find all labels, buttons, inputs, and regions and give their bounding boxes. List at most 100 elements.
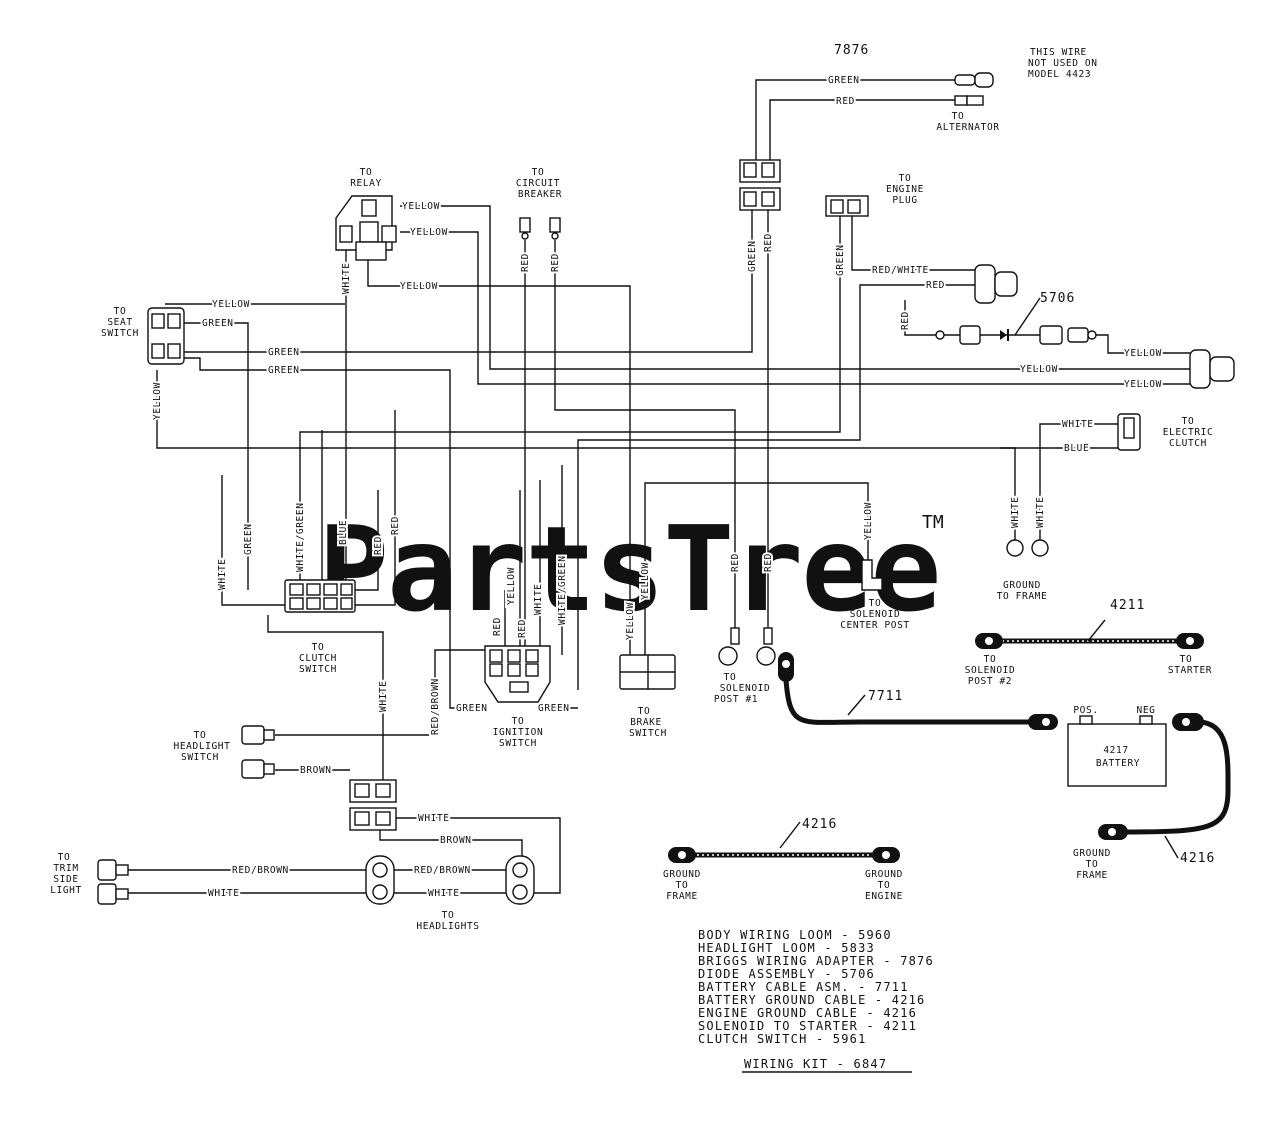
wire-label-red-white: RED/WHITE [872, 265, 929, 276]
trim-side-label-4: LIGHT [50, 885, 82, 896]
wire-label-red-brown-trim: RED/BROWN [232, 865, 289, 876]
brake-switch-label-3: SWITCH [629, 728, 667, 739]
ground-frame-right-label-1: GROUND [1003, 580, 1041, 591]
starter-cable-leader-line [1087, 619, 1106, 642]
trim-side-label-1: TO [58, 852, 71, 863]
alternator-label-1: TO [952, 111, 965, 122]
red-clutch-wire-2 [350, 490, 379, 591]
diode-leader-line [1014, 297, 1041, 336]
legend-item: ENGINE GROUND CABLE - 4216 [698, 1006, 917, 1020]
alternator-plug [954, 95, 984, 106]
wire-label-red-breaker-2-v: RED [550, 253, 561, 272]
wire-label-white-relay-v: WHITE [341, 262, 352, 294]
solenoid-post1-label-3: POST #1 [714, 694, 758, 705]
seat-switch-label-2: SEAT [107, 317, 132, 328]
battery-4217 [1067, 715, 1167, 787]
engine-ground-leader-line [779, 821, 801, 849]
headlight-socket-right [505, 855, 535, 905]
red-breaker-wire-2 [554, 240, 736, 640]
electric-clutch-connector [1117, 413, 1141, 451]
headlight-switch-label-3: SWITCH [181, 752, 219, 763]
legend-item: HEADLIGHT LOOM - 5833 [698, 941, 875, 955]
ground-ring-terminals [1006, 539, 1049, 557]
legend-item: BRIGGS WIRING ADAPTER - 7876 [698, 954, 934, 968]
wire-label-red-breaker-1-v: RED [520, 253, 531, 272]
battery-model-label: 4217 [1103, 745, 1128, 756]
labels: 7876 5706 4211 7711 4216 4216 THIS WIRE … [50, 43, 1215, 932]
solenoid-post1-terminals [718, 627, 776, 666]
headlight-switch-label-1: TO [194, 730, 207, 741]
solenoid-post1-label-2: SOLENOID [720, 683, 771, 694]
headlights-label-2: HEADLIGHTS [416, 921, 479, 932]
electric-clutch-label-2: ELECTRIC [1163, 427, 1214, 438]
headlight-loom-connector-lower [349, 807, 397, 831]
ground-frame-right-label-2: TO FRAME [997, 591, 1048, 602]
wire-label-red-adapter-v: RED [763, 233, 774, 252]
battery-ground-number-label: 4216 [1180, 851, 1215, 866]
ground-frame-mid-label-2: TO [676, 880, 689, 891]
brake-switch-label-2: BRAKE [630, 717, 662, 728]
trim-side-light-plugs [97, 859, 129, 905]
green-seat-clutch-wire [183, 322, 249, 590]
adapter-green-wire [755, 79, 955, 160]
solenoid-post2-label-1: TO [984, 654, 997, 665]
battery-cable-leader-line [847, 694, 866, 716]
alternator-label-2: ALTERNATOR [936, 122, 999, 133]
wire-label-white-ground-1-v: WHITE [1010, 496, 1021, 528]
breaker-label-2: CIRCUIT [516, 178, 560, 189]
battery-name-label: BATTERY [1096, 758, 1140, 769]
solenoid-post1-label-1: TO [724, 672, 737, 683]
cables [668, 297, 1231, 863]
brake-switch-label-1: TO [638, 706, 651, 717]
green-seat-wire [183, 210, 753, 353]
engine-plug-label-3: PLUG [892, 195, 917, 206]
solenoid-center-label-3: CENTER POST [840, 620, 910, 631]
red-brown-headlight-switch-wire [275, 649, 485, 736]
battery-cable-number-label: 7711 [868, 689, 903, 704]
wire-label-yellow-brake-2-v: YELLOW [640, 562, 651, 600]
wire-label-white-loom-v: WHITE [378, 680, 389, 712]
yellow-diode-wire [1095, 334, 1190, 354]
wire-label-red-clutch-1-v: RED [373, 536, 384, 555]
ground-frame-battery-label-3: FRAME [1076, 870, 1108, 881]
wire-label-yellow-seat-v: YELLOW [152, 382, 163, 420]
wire-label-red-brown-v: RED/BROWN [430, 678, 441, 735]
wire-label-yellow-diode: YELLOW [1124, 348, 1162, 359]
wire-label-yellow-relay-1: YELLOW [402, 201, 440, 212]
ground-frame-battery-label-1: GROUND [1073, 848, 1111, 859]
wire-label-red-ign-v: RED [492, 617, 503, 636]
diode-assembly [935, 325, 1097, 345]
headlight-switch-plugs [241, 725, 275, 779]
wire-label-green-engine-v: GREEN [835, 244, 846, 276]
white-clutch-wire [221, 475, 290, 606]
wire-label-white-trim: WHITE [208, 888, 240, 899]
legend-item: DIODE ASSEMBLY - 5706 [698, 967, 875, 981]
headlight-socket-left [365, 855, 395, 905]
parts-legend: BODY WIRING LOOM - 5960 HEADLIGHT LOOM -… [698, 928, 934, 1073]
battery-ground-cable-4216 [1098, 713, 1231, 840]
wire-label-green-adapter-v: GREEN [747, 240, 758, 272]
relay-label-1: TO [360, 167, 373, 178]
solenoid-post2-label-3: POST #2 [968, 676, 1012, 687]
red-white-engine-wire [851, 216, 975, 271]
wire-label-yellow-seat: YELLOW [212, 299, 250, 310]
wire-network [128, 79, 1190, 894]
solenoid-center-label-1: TO [869, 598, 882, 609]
solenoid-center-label-2: SOLENOID [850, 609, 901, 620]
wire-label-white-headlight: WHITE [418, 813, 450, 824]
wire-label-yellow-long-1: YELLOW [1020, 364, 1058, 375]
clutch-switch-label-1: TO [312, 642, 325, 653]
wire-label-yellow-long-2: YELLOW [1124, 379, 1162, 390]
battery-cable-7711 [778, 652, 1058, 730]
circuit-breaker-terminals [519, 217, 561, 240]
wire-label-white-clutch-v: WHITE [217, 558, 228, 590]
wire-label-green-clutch-v: GREEN [243, 523, 254, 555]
red-clutch-wire-1 [355, 410, 396, 606]
engine-bullet-connector [974, 264, 1018, 304]
legend-item: BATTERY CABLE ASM. - 7711 [698, 980, 909, 994]
wire-label-red-diode-v: RED [900, 311, 911, 330]
starter-cable-number-label: 4211 [1110, 598, 1145, 613]
wire-color-labels: GREEN RED YELLOW YELLOW YELLOW YELLOW GR… [150, 73, 1163, 901]
wire-label-green-seat-2: GREEN [268, 347, 300, 358]
